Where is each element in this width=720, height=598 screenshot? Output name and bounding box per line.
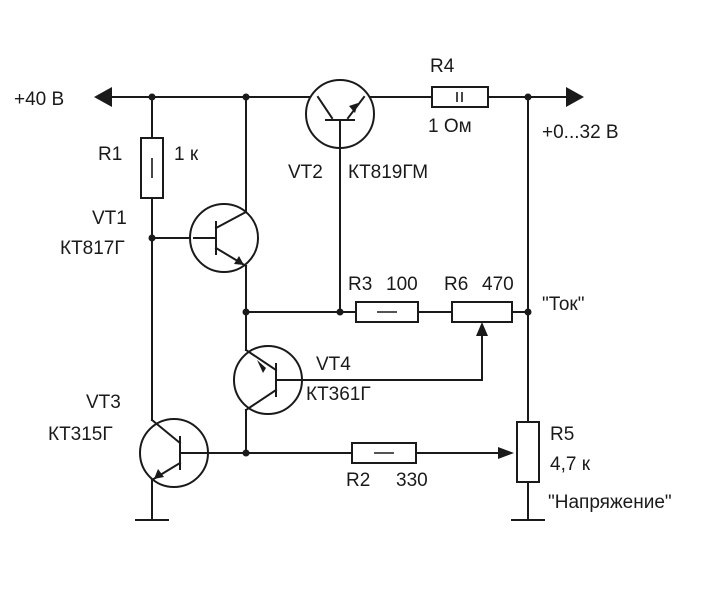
- potentiometer-r5: [498, 421, 540, 483]
- vt3-ref-label: VT3: [86, 392, 121, 413]
- vt4-ref-label: VT4: [316, 354, 351, 375]
- r2-ref-label: R2: [346, 470, 370, 491]
- input-voltage-label: +40 В: [14, 89, 64, 110]
- r5-ref-label: R5: [550, 424, 574, 445]
- resistor-r2: [351, 442, 417, 464]
- transistor-vt1: [189, 203, 259, 273]
- vt3-type-label: КТ315Г: [48, 424, 113, 445]
- vt4-type-label: КТ361Г: [306, 384, 371, 405]
- r4-ref-label: R4: [430, 56, 455, 77]
- resistor-r1: [140, 137, 164, 199]
- r6-value-label: 470: [482, 274, 514, 295]
- r1-ref-label: R1: [98, 144, 122, 165]
- vt1-ref-label: VT1: [92, 208, 127, 229]
- r4-value-label: 1 Ом: [428, 116, 472, 137]
- r5-function-label: "Напряжение": [548, 492, 672, 513]
- vt2-type-label: КТ819ГМ: [348, 162, 428, 183]
- vt1-type-label: КТ817Г: [60, 238, 125, 259]
- output-voltage-label: +0...32 В: [542, 122, 619, 143]
- r3-ref-label: R3: [348, 274, 372, 295]
- transistor-vt2: [305, 79, 375, 149]
- transistor-vt4: [233, 345, 303, 415]
- r2-value-label: 330: [396, 470, 428, 491]
- r5-value-label: 4,7 к: [550, 454, 591, 475]
- junction-dots: [148, 93, 532, 457]
- output-terminal-arrow-icon: [566, 87, 584, 107]
- r1-value-label: 1 к: [174, 144, 199, 165]
- resistor-r4: [431, 86, 489, 108]
- resistor-r3: [355, 301, 419, 323]
- r6-ref-label: R6: [444, 274, 468, 295]
- r3-value-label: 100: [386, 274, 418, 295]
- input-terminal-arrow-icon: [94, 87, 112, 107]
- r6-function-label: "Ток": [542, 294, 585, 315]
- vt2-ref-label: VT2: [288, 162, 323, 183]
- potentiometer-r6: [451, 301, 513, 336]
- transistor-vt3: [139, 418, 209, 488]
